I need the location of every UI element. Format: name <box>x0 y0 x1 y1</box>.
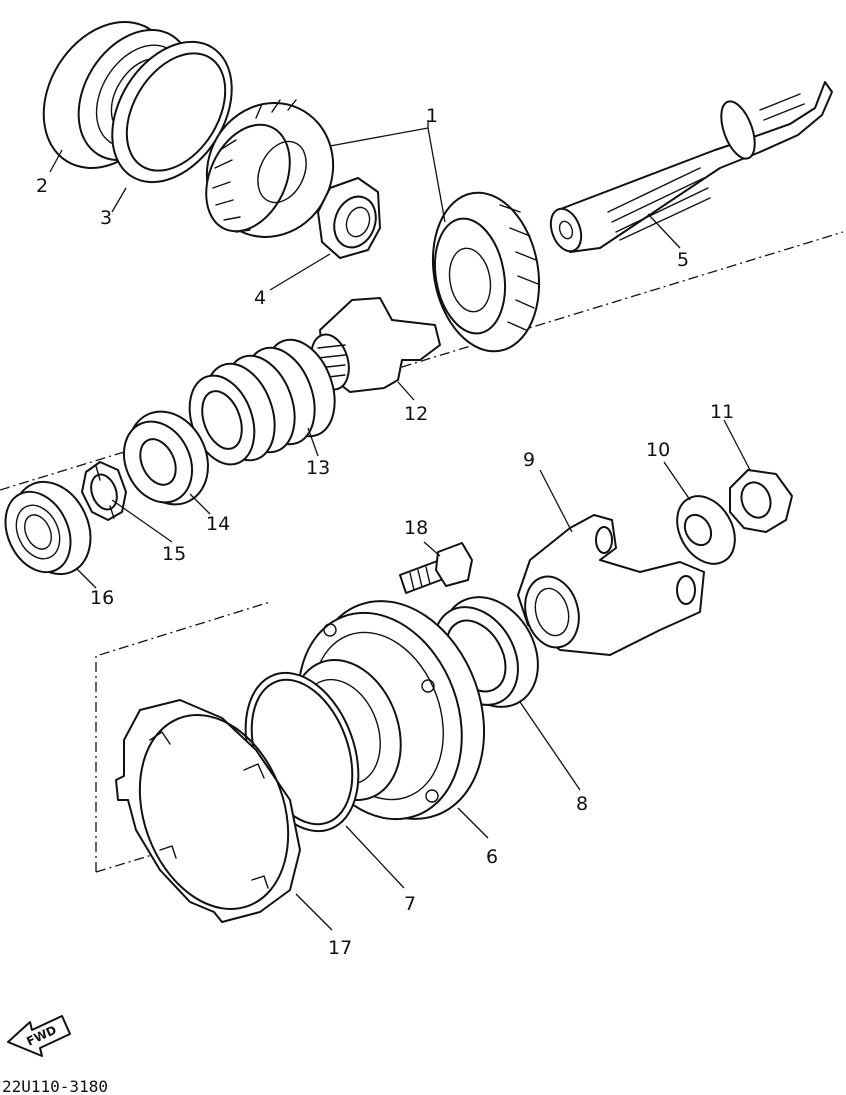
part-17-lock-plate <box>115 699 301 923</box>
part-18-bolt <box>399 542 473 594</box>
part-13-spring <box>188 338 336 466</box>
callout-14: 14 <box>206 513 230 535</box>
callout-17: 17 <box>328 937 352 959</box>
callout-16: 16 <box>90 587 114 609</box>
callout-3: 3 <box>100 207 112 229</box>
callout-11: 11 <box>710 401 734 423</box>
part-10-washer <box>676 495 736 565</box>
part-4-nut <box>317 177 381 259</box>
callout-2: 2 <box>36 175 48 197</box>
part-14-washer <box>122 410 209 506</box>
callout-9: 9 <box>523 449 535 471</box>
callout-8: 8 <box>576 793 588 815</box>
callout-1: 1 <box>426 105 438 127</box>
callout-6: 6 <box>486 846 498 868</box>
part-16-bearing <box>4 480 92 576</box>
part-1-bevel-gear <box>431 191 541 353</box>
callout-12: 12 <box>404 403 428 425</box>
leader-lines <box>49 120 751 931</box>
figure-code: 22U110-3180 <box>2 1077 108 1095</box>
callout-15: 15 <box>162 543 186 565</box>
callout-10: 10 <box>646 439 670 461</box>
callout-5: 5 <box>677 249 689 271</box>
callout-7: 7 <box>404 893 416 915</box>
callout-4: 4 <box>254 287 266 309</box>
part-15-split-collar <box>81 461 127 521</box>
callout-numbers: 1 2 3 4 5 6 7 8 9 10 11 12 13 14 15 16 1… <box>36 105 734 959</box>
fwd-direction-arrow: FWD <box>7 1015 71 1057</box>
callout-13: 13 <box>306 457 330 479</box>
part-11-nut <box>729 469 793 533</box>
part-1-pinion-gear <box>205 99 335 238</box>
part-9-yoke <box>517 514 705 656</box>
part-5-shaft <box>549 81 833 253</box>
callout-18: 18 <box>404 517 428 539</box>
